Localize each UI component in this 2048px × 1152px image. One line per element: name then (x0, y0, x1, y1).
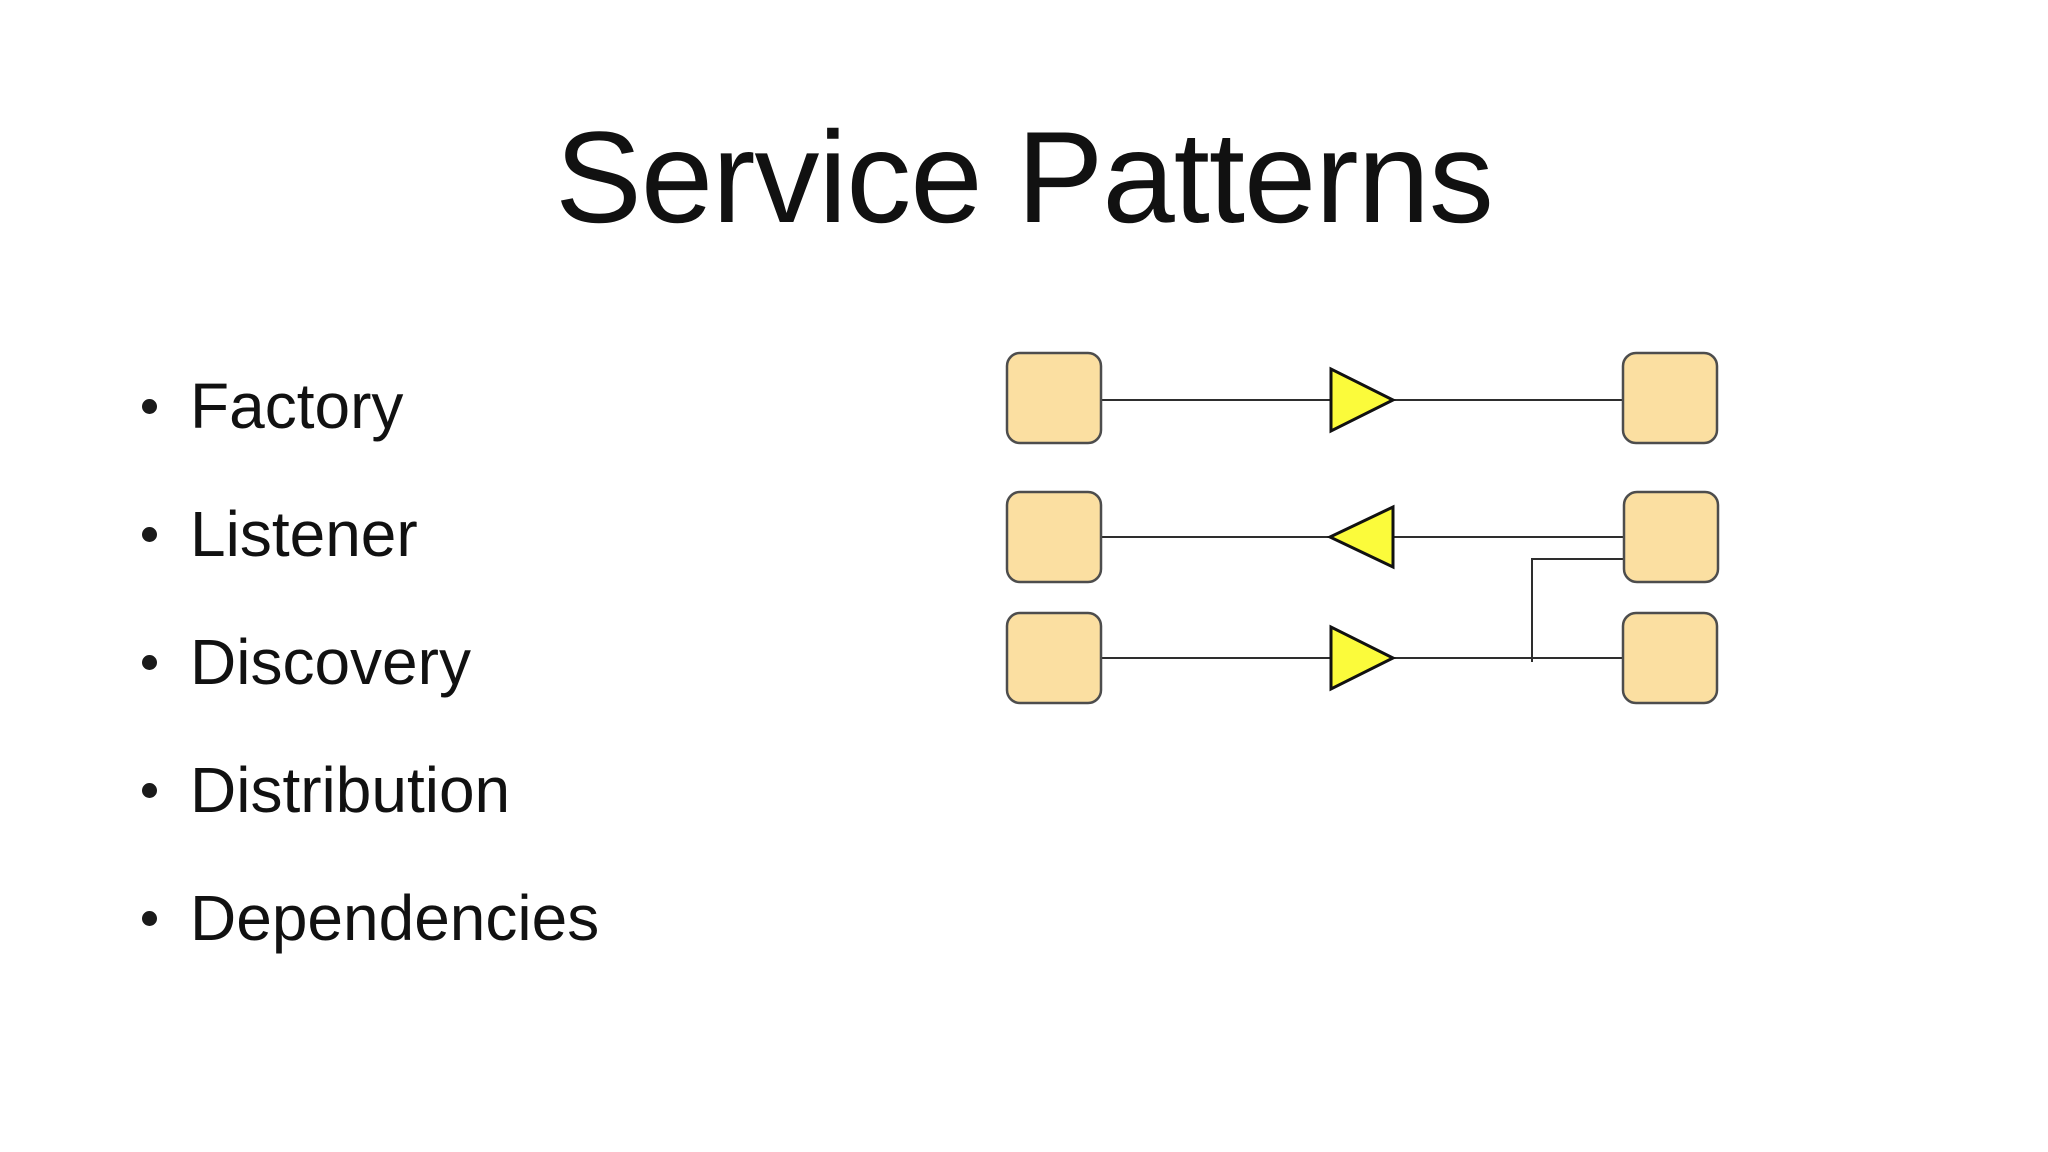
bullet-label: Discovery (190, 626, 471, 698)
service-node-left (1005, 351, 1103, 445)
bullet-item: Distribution (142, 726, 599, 854)
diagram-row-2 (1005, 490, 1720, 662)
bullet-item: Listener (142, 470, 599, 598)
slide-title: Service Patterns (555, 104, 1494, 250)
bullet-item: Factory (142, 342, 599, 470)
bullet-dot (142, 526, 157, 542)
bullet-label: Distribution (190, 754, 511, 826)
bullet-dot (142, 654, 157, 670)
arrow-left-icon (1326, 504, 1395, 570)
diagram-row-1 (1005, 351, 1719, 445)
service-node-right (1622, 490, 1720, 584)
bullet-item: Dependencies (142, 854, 599, 982)
bullet-dot (142, 398, 157, 414)
diagram-row-3 (1005, 611, 1719, 705)
bullet-item: Discovery (142, 598, 599, 726)
service-node-right (1621, 351, 1719, 445)
service-node-right (1621, 611, 1719, 705)
bullet-label: Dependencies (190, 882, 600, 954)
bullet-dot (142, 910, 157, 926)
bullet-label: Listener (190, 498, 418, 570)
arrow-right-icon (1329, 624, 1397, 692)
elbow-connector-line (1531, 558, 1624, 662)
bullet-label: Factory (190, 370, 404, 442)
bullet-dot (142, 782, 157, 798)
service-node-left (1005, 490, 1103, 584)
service-node-left (1005, 611, 1103, 705)
arrow-right-icon (1329, 366, 1397, 434)
